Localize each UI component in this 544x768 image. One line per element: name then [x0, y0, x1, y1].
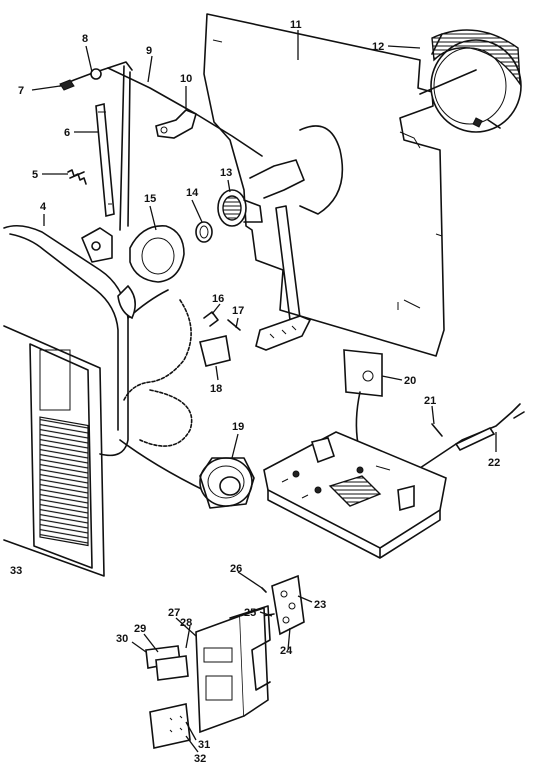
callout-20: 20	[404, 375, 416, 387]
mounting-bracket	[155, 109, 197, 139]
picture-tube-frame	[249, 125, 344, 351]
callout-15: 15	[144, 193, 156, 205]
callout-30: 30	[116, 633, 128, 645]
callout-12: 12	[372, 41, 384, 53]
callout-24: 24	[280, 645, 293, 657]
control-panel	[145, 605, 271, 749]
callout-11: 11	[290, 19, 302, 31]
callout-31: 31	[198, 739, 210, 751]
callout-leaders	[31, 30, 497, 753]
callout-17: 17	[232, 305, 244, 317]
callout-21: 21	[424, 395, 436, 407]
callout-32: 32	[194, 753, 206, 765]
picture-tube	[3, 224, 229, 501]
deflection-yoke-ring	[419, 29, 522, 133]
convergence-ring	[195, 221, 213, 243]
callout-9: 9	[146, 45, 152, 57]
cover-plate	[343, 349, 383, 445]
deflection-yoke	[81, 225, 185, 283]
callout-22: 22	[488, 457, 500, 469]
callout-7: 7	[18, 85, 24, 97]
side-strap	[95, 102, 115, 218]
callout-16: 16	[212, 293, 224, 305]
callout-5: 5	[32, 169, 38, 181]
callout-28: 28	[180, 617, 192, 629]
callout-4: 4	[40, 201, 47, 213]
front-cabinet-bezel	[3, 325, 105, 577]
callout-27: 27	[168, 607, 180, 619]
callout-labels: 8 9 7 11 12 10 6 5 13 14 15 4 16 17 18 2…	[10, 19, 500, 765]
callout-25: 25	[244, 607, 256, 619]
callout-13: 13	[220, 167, 232, 179]
fuse	[431, 423, 443, 437]
callout-10: 10	[180, 73, 192, 85]
power-cord	[411, 403, 525, 501]
callout-8: 8	[82, 33, 88, 45]
spring	[67, 169, 87, 185]
callout-26: 26	[230, 563, 242, 575]
callout-19: 19	[232, 421, 244, 433]
callout-33: 33	[10, 565, 22, 577]
main-circuit-board	[263, 431, 447, 559]
small-clips	[199, 311, 241, 367]
callout-14: 14	[186, 187, 199, 199]
callout-23: 23	[314, 599, 326, 611]
callout-29: 29	[134, 623, 146, 635]
control-board	[261, 574, 305, 636]
callout-18: 18	[210, 383, 222, 395]
wire-harness	[123, 299, 193, 447]
callout-6: 6	[64, 127, 70, 139]
neck-socket	[217, 189, 263, 227]
speaker	[199, 457, 255, 509]
